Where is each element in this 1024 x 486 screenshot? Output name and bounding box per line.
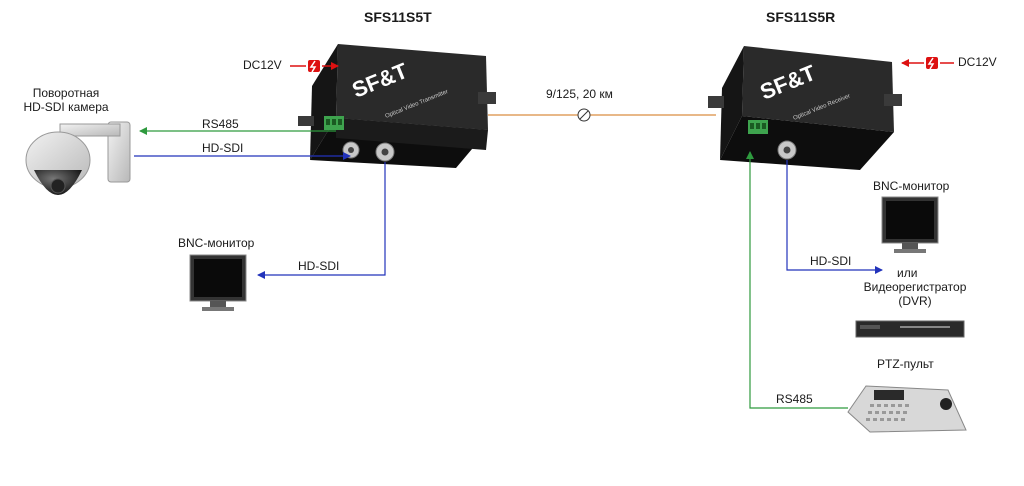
transmitter-power-label: DC12V [243,58,282,72]
transmitter-model-title: SFS11S5T [364,9,432,25]
hdsdi-remote-label: HD-SDI [810,254,852,268]
ptz-camera-icon [25,121,131,195]
fiber-link [488,108,716,122]
rs485-camera-label: RS485 [202,117,239,131]
transmitter-device: SF&T Optical Video Transmitter [298,44,496,168]
transmitter-power-icon [290,60,339,73]
hdsdi-local-monitor-label: HD-SDI [298,259,340,273]
ptz-label: PTZ-пульт [877,357,934,371]
dvr-label-line2: (DVR) [898,294,932,308]
local-bnc-monitor-icon [189,254,247,311]
remote-monitor-label: BNC-монитор [873,179,950,193]
or-text: или [897,266,918,280]
hdsdi-local-monitor-line [257,162,386,279]
dvr-icon [855,320,965,338]
rs485-ptz-label: RS485 [776,392,813,406]
local-monitor-label: BNC-монитор [178,236,255,250]
camera-label-line2: HD-SDI камера [23,100,109,114]
hdsdi-remote-line [786,160,883,274]
camera-label-line1: Поворотная [32,86,100,100]
receiver-power-label: DC12V [958,55,997,69]
receiver-power-icon [901,57,954,70]
rs485-ptz-line [746,151,848,409]
dvr-label-line1: Видеорегистратор [863,280,967,294]
fiber-label: 9/125, 20 км [546,87,613,101]
receiver-device: SF&T Optical Video Receiver [708,46,902,170]
ptz-controller-icon [847,385,967,433]
hdsdi-camera-label: HD-SDI [202,141,244,155]
receiver-model-title: SFS11S5R [766,9,836,25]
remote-bnc-monitor-icon [881,196,939,253]
